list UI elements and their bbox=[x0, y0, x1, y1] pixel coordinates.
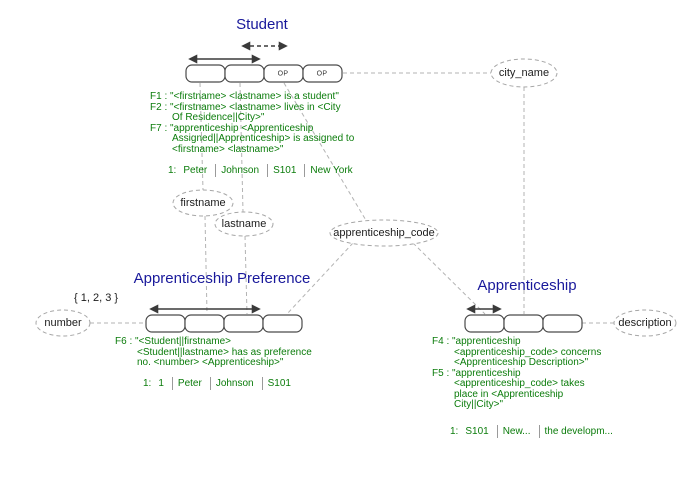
preference-fact-block: F6 : "<Student||firstname> <Student||las… bbox=[115, 336, 312, 369]
role-boxes bbox=[145, 64, 583, 333]
student-example-row: 1: Peter Johnson S101 New York bbox=[168, 164, 361, 177]
example-row-label: 1: bbox=[143, 378, 152, 389]
example-cell: Johnson bbox=[215, 164, 267, 177]
fact-line-f6: F6 : "<Student||firstname> bbox=[115, 336, 232, 347]
fact-line-f5: F5 : "apprenticeship bbox=[432, 367, 521, 379]
student-title: Student bbox=[236, 16, 288, 33]
fact-line-f1: F1 : "<firstname> <lastname> is a studen… bbox=[150, 91, 339, 102]
example-cell: 1 bbox=[158, 378, 164, 389]
connector-student-firstname bbox=[199, 82, 204, 191]
fact-line-f5-cont2: place in <Apprenticeship bbox=[454, 388, 564, 400]
fact-line-f7-cont2: <firstname> <lastname>" bbox=[172, 143, 284, 155]
number-ellipse[interactable] bbox=[35, 309, 91, 337]
preference-role-firstname-box[interactable] bbox=[184, 314, 225, 333]
connector-student-apprenticeship-code bbox=[283, 82, 368, 223]
apprenticeship-example-row: 1: S101 New... the developm... bbox=[450, 425, 621, 438]
apprenticeship-code-ellipse[interactable] bbox=[329, 219, 439, 247]
city-name-ellipse[interactable] bbox=[490, 58, 558, 88]
student-role-lastname-box[interactable] bbox=[224, 64, 265, 83]
apprenticeship-role-code-box[interactable] bbox=[464, 314, 505, 333]
example-cell: the developm... bbox=[538, 425, 621, 438]
connector-student-lastname bbox=[239, 82, 244, 213]
apprenticeship-title: Apprenticeship bbox=[477, 277, 577, 294]
fact-line-f4: F4 : "apprenticeship bbox=[432, 336, 521, 347]
firstname-label: firstname bbox=[180, 197, 226, 209]
apprenticeship-role-description-box[interactable] bbox=[542, 314, 583, 333]
example-row-label: 1: bbox=[168, 165, 177, 176]
connector-apprenticeship-code-preference bbox=[286, 242, 354, 315]
fact-line-f2: F2 : "<firstname> <lastname> lives in <C… bbox=[150, 101, 341, 113]
fact-line-f7-cont: Assigned||Apprenticeship> is assigned to bbox=[172, 133, 355, 144]
description-ellipse[interactable] bbox=[613, 309, 677, 337]
number-value-constraint: { 1, 2, 3 } bbox=[74, 292, 119, 304]
example-cell: Johnson bbox=[209, 377, 262, 390]
connector-apprenticeship-code-apprenticeship bbox=[412, 242, 486, 315]
fact-line-f4-cont: <apprenticeship_code> concerns bbox=[454, 346, 602, 358]
fact-line-f7: F7 : "apprenticeship <Apprenticeship bbox=[150, 122, 314, 134]
student-role3-op-label: OP bbox=[277, 70, 289, 78]
example-row-label: 1: bbox=[450, 426, 459, 437]
fact-line-f6-cont2: no. <number> <Apprenticeship>" bbox=[137, 357, 284, 368]
preference-role-lastname-box[interactable] bbox=[223, 314, 264, 333]
apprenticeship-role-city-box[interactable] bbox=[503, 314, 544, 333]
student-role-city-box[interactable] bbox=[302, 64, 343, 83]
example-cell: S101 bbox=[261, 377, 299, 390]
connector-firstname-preference bbox=[204, 215, 208, 315]
student-fact-block: F1 : "<firstname> <lastname> is a studen… bbox=[150, 91, 355, 155]
preference-role-number-box[interactable] bbox=[145, 314, 186, 333]
example-cell: S101 bbox=[267, 164, 304, 177]
value-type-ellipses bbox=[35, 58, 677, 337]
preference-example-row: 1: 1 Peter Johnson S101 bbox=[143, 377, 299, 390]
firstname-ellipse[interactable] bbox=[172, 189, 234, 217]
example-cell: New York bbox=[304, 164, 360, 177]
uniqueness-arrows bbox=[149, 41, 502, 314]
lastname-ellipse[interactable] bbox=[214, 211, 274, 237]
lastname-label: lastname bbox=[221, 218, 267, 230]
student-role4-op-label: OP bbox=[316, 70, 328, 78]
apprenticeship-fact-block: F4 : "apprenticeship <apprenticeship_cod… bbox=[432, 336, 602, 411]
preference-role-apprenticeship-box[interactable] bbox=[262, 314, 303, 333]
apprenticeship-code-label: apprenticeship_code bbox=[333, 227, 435, 239]
connector-lastname-preference bbox=[244, 235, 248, 315]
fact-line-f2-cont: Of Residence||City>" bbox=[172, 112, 265, 123]
connectors bbox=[90, 72, 614, 324]
fact-line-f6-cont: <Student||lastname> has as preference bbox=[137, 346, 312, 358]
fact-line-f5-cont: <apprenticeship_code> takes bbox=[454, 378, 585, 389]
fact-line-f4-cont2: <Apprenticeship Description>" bbox=[454, 357, 589, 368]
example-cell: Peter bbox=[171, 377, 210, 390]
student-role-firstname-box[interactable] bbox=[185, 64, 226, 83]
description-label: description bbox=[618, 317, 672, 329]
number-label: number bbox=[44, 317, 82, 329]
example-cell: S101 bbox=[465, 426, 489, 437]
city-name-label: city_name bbox=[498, 67, 550, 79]
example-cell: Peter bbox=[183, 165, 208, 176]
preference-title: Apprenticeship Preference bbox=[133, 270, 311, 287]
example-cell: New... bbox=[496, 425, 539, 438]
fact-line-f5-cont3: City||City>" bbox=[454, 399, 504, 410]
